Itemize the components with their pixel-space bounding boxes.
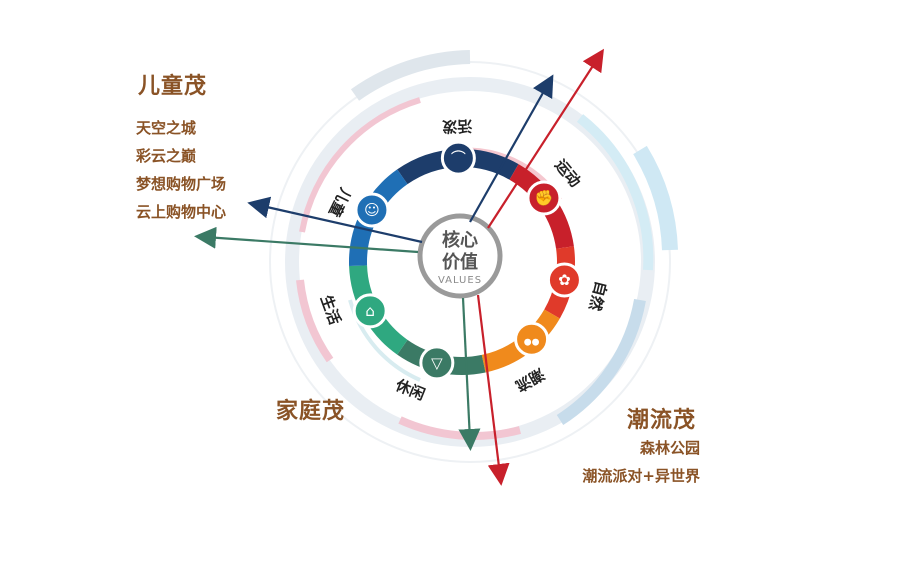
clover-icon: ✿ bbox=[558, 271, 571, 289]
child-icon: ☺ bbox=[364, 201, 380, 219]
arrow-down-red bbox=[476, 294, 510, 486]
center-line1: 核心 bbox=[442, 229, 478, 251]
group-item: 森林公园 bbox=[639, 439, 700, 457]
segment-label: 潮流 bbox=[513, 364, 548, 395]
arrow-left-green bbox=[194, 226, 419, 254]
segment-badge bbox=[354, 192, 390, 228]
group-list-kids: 天空之城彩云之巅梦想购物广场云上购物中心 bbox=[136, 114, 226, 226]
center-line2: 价值 bbox=[442, 251, 478, 273]
segment-badge bbox=[440, 140, 476, 176]
group-title-kids: 儿童茂 bbox=[138, 74, 208, 99]
slide-icon: ⌒ bbox=[451, 149, 466, 167]
segment-badge bbox=[352, 293, 388, 329]
center-line3: VALUES bbox=[438, 275, 482, 286]
group-item: 云上购物中心 bbox=[136, 203, 227, 221]
group-list-trend: 森林公园潮流派对+异世界 bbox=[582, 434, 700, 490]
segment-badge bbox=[514, 321, 550, 357]
segment-label: 休闲 bbox=[392, 376, 428, 404]
group-item: 梦想购物广场 bbox=[136, 175, 227, 193]
group-item: 彩云之巅 bbox=[136, 147, 197, 165]
house-icon: ⌂ bbox=[365, 302, 375, 320]
segment-badge bbox=[546, 262, 582, 298]
group-title-family: 家庭茂 bbox=[276, 399, 346, 424]
center-core: 核心 价值 VALUES bbox=[417, 213, 503, 299]
cocktail-icon: ▽ bbox=[431, 354, 443, 372]
muscle-icon: ✊ bbox=[535, 189, 554, 207]
arrow-up-navy bbox=[469, 74, 554, 223]
sunglasses-icon: ●● bbox=[524, 337, 540, 347]
group-item: 天空之城 bbox=[136, 119, 197, 137]
segment-badge bbox=[419, 345, 455, 381]
group-item: 潮流派对+异世界 bbox=[582, 467, 700, 485]
segment-label: 活泼 bbox=[441, 117, 473, 136]
arrow-down-green bbox=[458, 297, 481, 451]
direction-arrows bbox=[194, 48, 604, 486]
segment-label: 儿童 bbox=[325, 184, 355, 220]
arrow-up-red bbox=[487, 48, 604, 229]
segment-label: 生活 bbox=[317, 293, 344, 327]
segment-label: 运动 bbox=[551, 156, 584, 191]
segment-badge bbox=[526, 180, 562, 216]
segment-label: 自然 bbox=[585, 279, 610, 312]
arrow-left-navy bbox=[247, 196, 423, 244]
group-title-trend: 潮流茂 bbox=[627, 408, 697, 433]
